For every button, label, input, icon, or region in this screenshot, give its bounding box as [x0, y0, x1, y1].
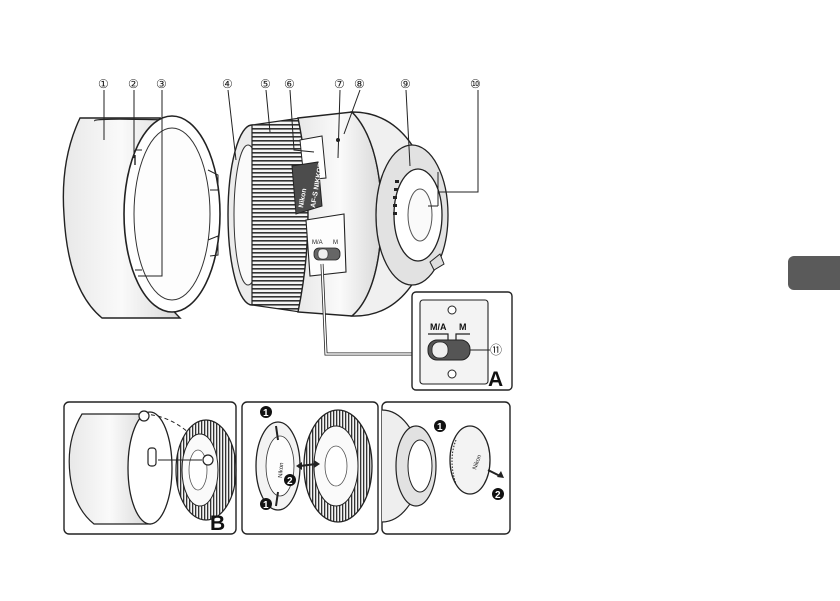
lens-hood [63, 116, 220, 318]
step-1-top: 1 [263, 408, 269, 419]
step-1-bottom: 1 [263, 500, 269, 511]
section-tab [788, 256, 840, 290]
callout-5: ⑤ [260, 77, 271, 91]
rear-lens-cap [450, 426, 490, 494]
callout-3: ③ [156, 77, 167, 91]
panel-b-label: B [210, 512, 225, 535]
focus-mode-switch-knob [432, 342, 448, 358]
panel-a: M/A M ⑪ A [412, 292, 512, 391]
panel-b: B [64, 402, 236, 535]
panel-a-label: A [488, 368, 503, 391]
callout-4: ④ [222, 77, 233, 91]
callout-9: ⑨ [400, 77, 411, 91]
callout-10: ⑩ [470, 77, 481, 91]
small-ma-label: M/A [312, 240, 323, 246]
step-2-front: 2 [287, 476, 293, 487]
panel-front-cap: Nikon 1 1 2 [242, 402, 378, 534]
step-2-rear: 2 [495, 490, 501, 501]
switch-ma-label: M/A [430, 322, 447, 332]
step-1-rear: 1 [437, 422, 443, 433]
callout-7: ⑦ [334, 77, 345, 91]
panel-rear-cap: Nikon 1 2 [382, 402, 510, 534]
callout-11: ⑪ [490, 343, 502, 357]
callout-6: ⑥ [284, 77, 295, 91]
small-m-label: M [333, 240, 338, 246]
callout-8: ⑧ [354, 77, 365, 91]
callout-2: ② [128, 77, 139, 91]
switch-m-label: M [459, 322, 467, 332]
callout-1: ① [98, 77, 109, 91]
